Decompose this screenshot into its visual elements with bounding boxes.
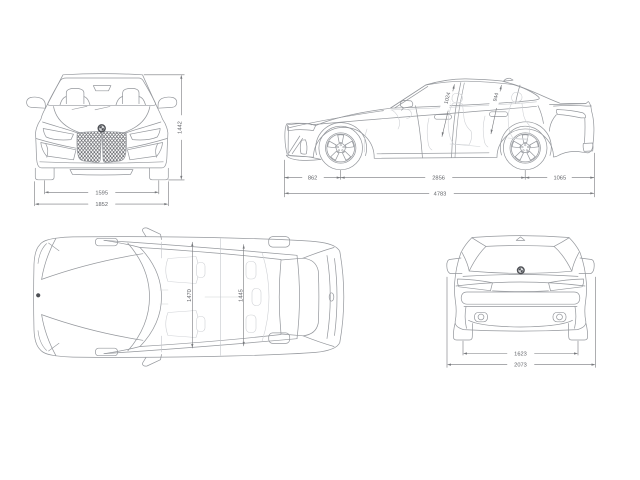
svg-text:1445: 1445 [238, 289, 244, 302]
svg-text:1065: 1065 [553, 176, 566, 182]
svg-text:944: 944 [493, 92, 501, 102]
svg-text:1442: 1442 [177, 121, 183, 134]
svg-text:862: 862 [308, 176, 318, 182]
svg-text:4783: 4783 [434, 191, 447, 197]
svg-text:1595: 1595 [95, 190, 108, 196]
svg-text:1852: 1852 [95, 202, 108, 208]
svg-text:1024: 1024 [444, 92, 453, 105]
svg-text:2856: 2856 [432, 176, 445, 182]
svg-text:1470: 1470 [187, 289, 193, 302]
svg-text:2073: 2073 [514, 363, 527, 369]
svg-text:1623: 1623 [514, 352, 527, 358]
